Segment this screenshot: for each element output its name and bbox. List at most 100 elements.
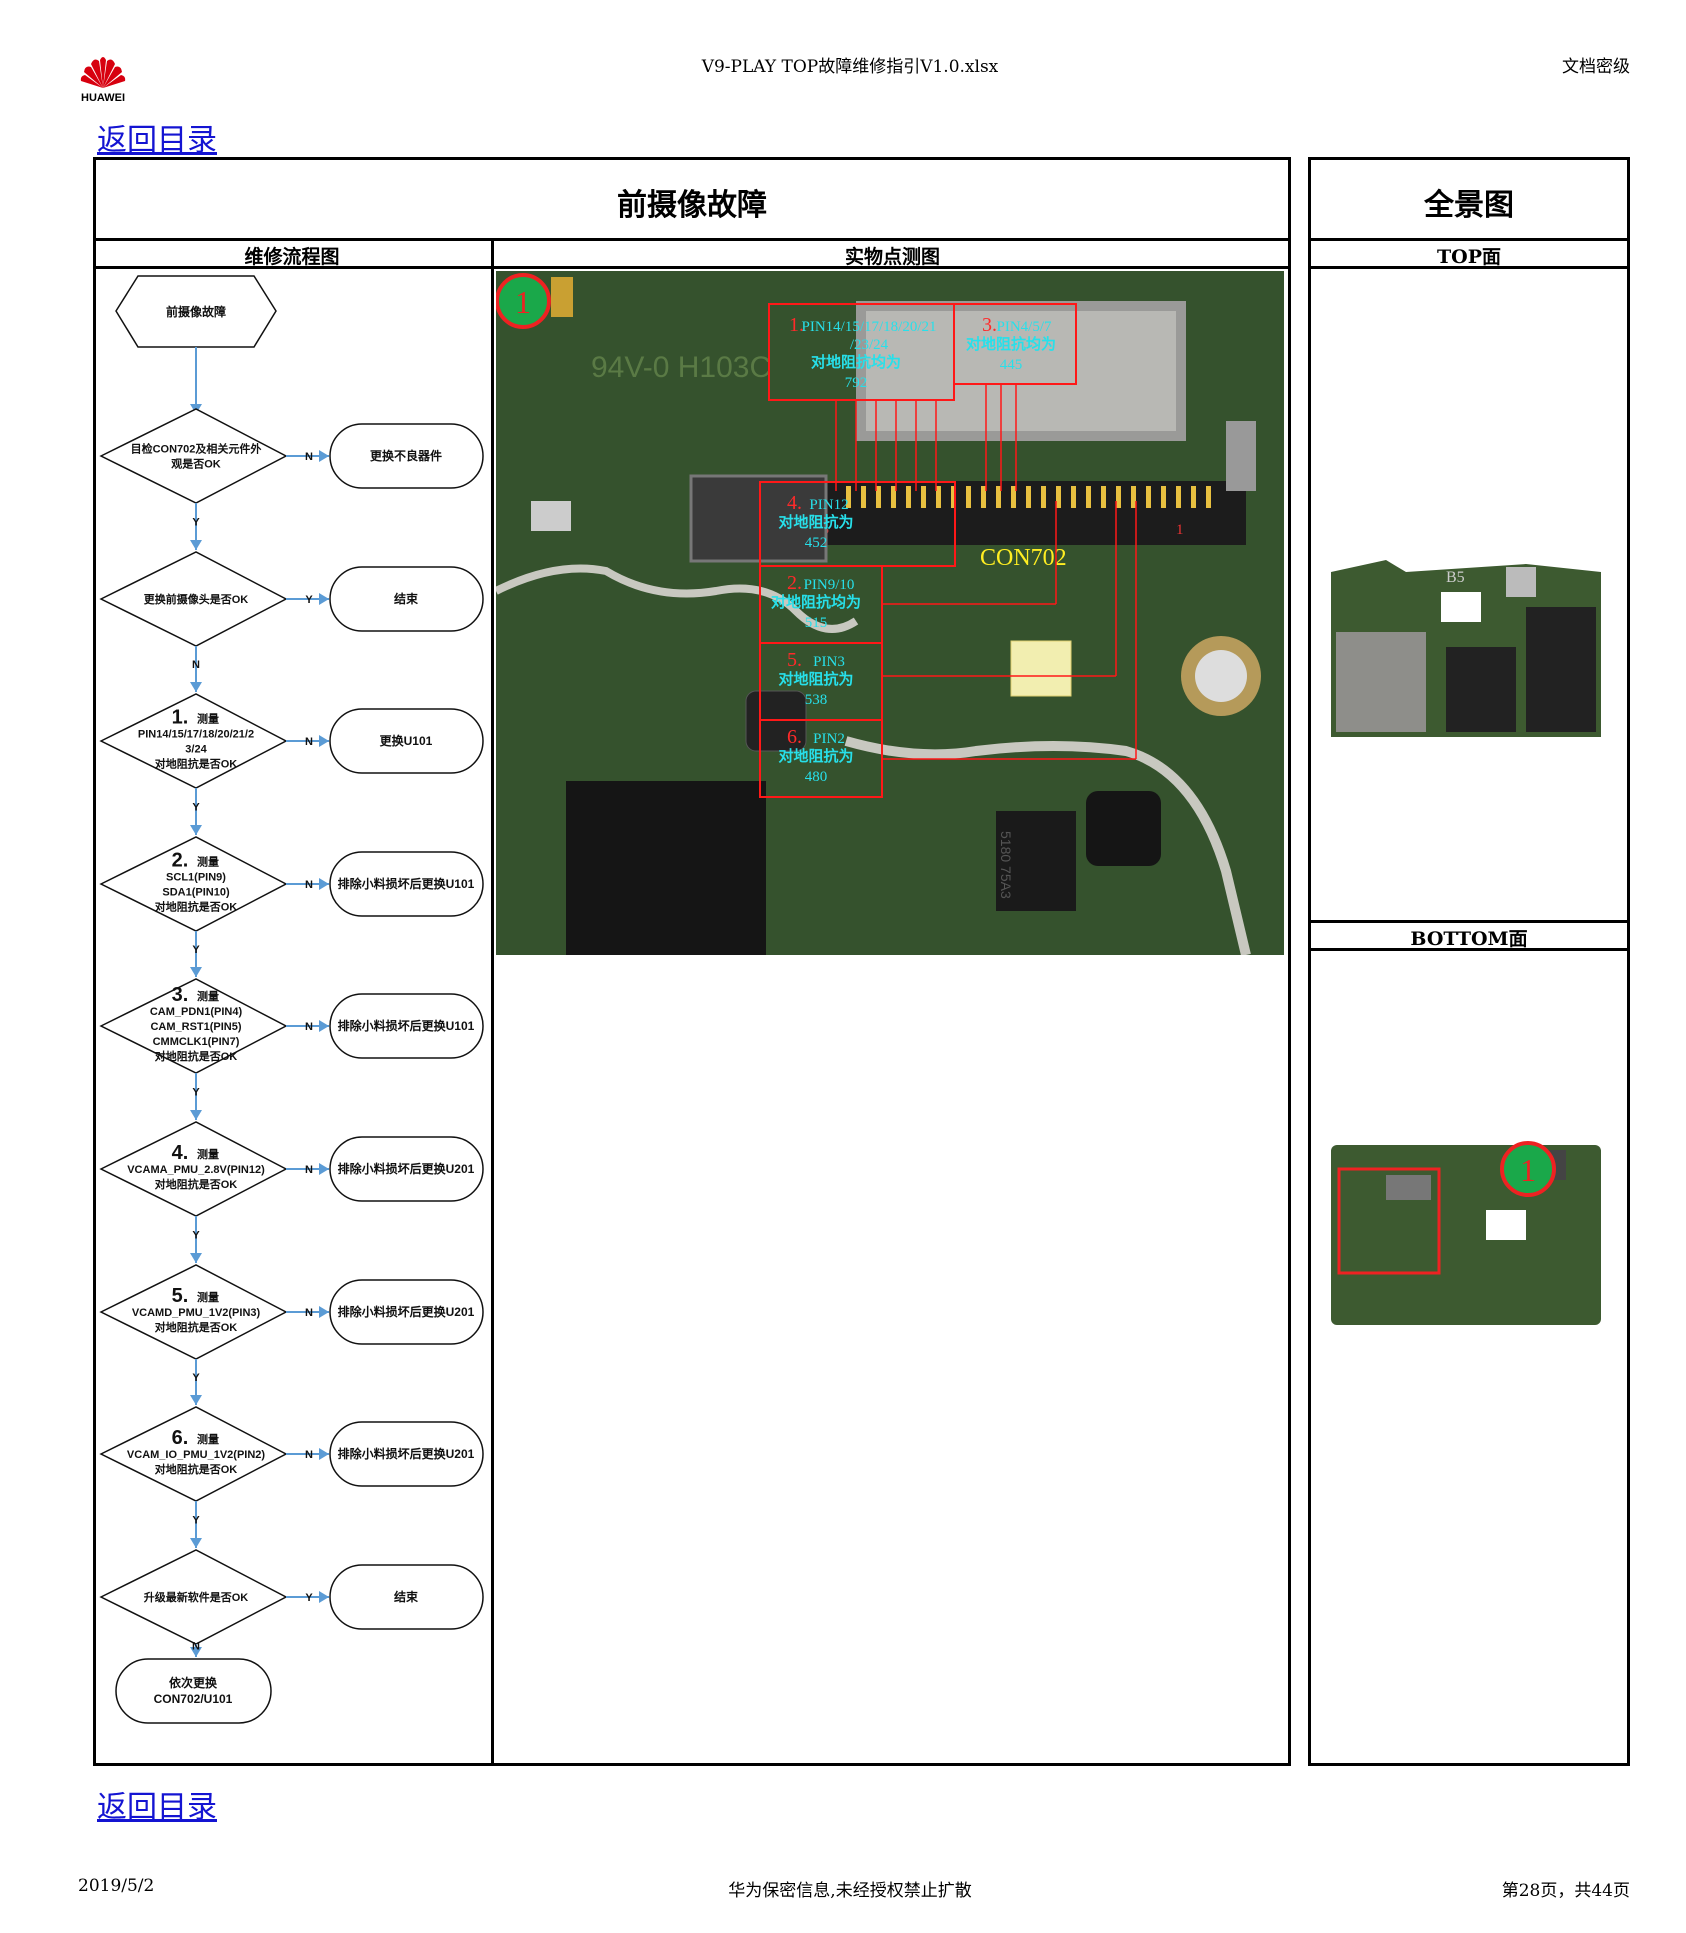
annotation-description: 对地阻抗均为 (811, 353, 901, 371)
flow-step-text: CMMCLK1(PIN7) (153, 1036, 240, 1048)
annotation-number: 4. (787, 492, 802, 514)
flow-step-text: PIN14/15/17/18/20/21/2 (138, 729, 254, 741)
flow-action-label: 更换不良器件 (370, 448, 442, 463)
flow-branch-label: N (305, 451, 313, 463)
annotation-value: 515 (805, 615, 828, 631)
flow-action-node (329, 423, 484, 489)
svg-text:1: 1 (1520, 1152, 1536, 1188)
flow-action-node (329, 1421, 484, 1487)
confidentiality-label: 文档密级 (1562, 57, 1630, 77)
annotation-value: 445 (1000, 357, 1023, 373)
annotation-description: 对地阻抗为 (778, 513, 853, 531)
flow-step-text: 目检CON702及相关元件外 (131, 442, 262, 456)
flow-start-node (115, 275, 277, 348)
top-board-marking: B5 (1446, 569, 1465, 586)
flow-branch-label: N (305, 879, 313, 891)
flow-action-node (329, 1564, 484, 1630)
flow-action-label: 排除小料损坏后更换U201 (338, 1304, 475, 1319)
overview-title: 全景图 (1424, 188, 1514, 223)
flow-down-label: N (192, 659, 200, 671)
flow-decision-diamond (99, 693, 288, 789)
flow-branch-label: N (305, 1449, 313, 1461)
annotation-description: 对地阻抗为 (778, 747, 853, 765)
annotation-number: 6. (787, 726, 802, 748)
flow-step-number: 5. (172, 1285, 189, 1307)
flow-step-text: 升级最新软件是否OK (144, 1590, 249, 1604)
flow-step-measure-label: 测量 (197, 1432, 219, 1446)
flow-step-number: 4. (172, 1142, 189, 1164)
annotation-value: 480 (805, 769, 828, 785)
annotation-pins: PIN12 (809, 497, 848, 513)
flow-step-text: 对地阻抗是否OK (155, 1177, 238, 1191)
annotation-pins: PIN4/5/7 (996, 319, 1052, 335)
flow-step-text: 3/24 (185, 744, 207, 756)
flow-action-label: 排除小料损坏后更换U101 (338, 876, 475, 891)
annotation-pins: PIN9/10 (804, 577, 855, 593)
flow-action-label: 更换U101 (380, 733, 433, 748)
chip-marking: 5180 75A3 (998, 831, 1014, 899)
flow-step-number: 6. (172, 1427, 189, 1449)
bottom-board-image: 1 (1331, 1141, 1601, 1325)
flow-step-text: CAM_PDN1(PIN4) (150, 1006, 243, 1018)
flow-action-node (329, 1136, 484, 1202)
footer-date: 2019/5/2 (78, 1876, 155, 1896)
flow-action-label: 结束 (394, 591, 419, 606)
flow-end-node (115, 1658, 272, 1724)
annotation-pins: /23/24 (850, 337, 889, 353)
back-to-index-link-bottom[interactable]: 返回目录 (97, 1790, 217, 1825)
flow-step-text: 对地阻抗是否OK (155, 900, 238, 914)
flow-step-text: 对地阻抗是否OK (155, 1049, 238, 1063)
pcb-measurement-photo: 94V-0 H103C 25 1 CON702 5180 75A3 1 1.PI… (496, 271, 1284, 955)
flow-decision-diamond (99, 408, 288, 504)
flow-action-label: 排除小料损坏后更换U101 (338, 1018, 475, 1033)
flow-step-text: 更换前摄像头是否OK (144, 592, 249, 606)
flow-end-label: CON702/U101 (154, 1692, 233, 1706)
flow-step-number: 1. (172, 707, 189, 729)
annotation-number: 3. (982, 314, 997, 336)
photo-header: 实物点测图 (844, 246, 940, 268)
annotation-number: 2. (787, 572, 802, 594)
flow-step: 测量3.CAM_PDN1(PIN4)CAM_RST1(PIN5)CMMCLK1(… (99, 978, 484, 1120)
board-silkscreen: 94V-0 H103C (591, 351, 771, 384)
back-to-index-link-top[interactable]: 返回目录 (97, 123, 217, 158)
page-title: 前摄像故障 (617, 188, 767, 223)
flow-branch-label: N (305, 736, 313, 748)
svg-text:1: 1 (515, 284, 531, 320)
annotation-description: 对地阻抗均为 (771, 593, 861, 611)
bottom-side-label: BOTTOM面 (1410, 928, 1528, 950)
huawei-logo: HUAWEI (78, 52, 128, 104)
top-board-image: B5 (1331, 560, 1601, 737)
flow-action-node (329, 1279, 484, 1345)
flow-down-label: Y (192, 1372, 200, 1384)
flow-step-text: VCAMD_PMU_1V2(PIN3) (132, 1307, 261, 1319)
flow-step-text: 观是否OK (171, 458, 221, 471)
flow-action-label: 结束 (394, 1589, 419, 1604)
connector-pin1-label: 1 (1176, 522, 1184, 538)
flow-action-label: 排除小料损坏后更换U201 (338, 1446, 475, 1461)
flow-down-label: N (192, 1641, 200, 1653)
annotation-description: 对地阻抗为 (778, 670, 853, 688)
flow-step-text: VCAMA_PMU_2.8V(PIN12) (127, 1164, 265, 1176)
flow-end-label: 依次更换 (169, 1675, 218, 1690)
main-table (93, 157, 1291, 1766)
flow-action-node (329, 851, 484, 917)
flow-step-measure-label: 测量 (197, 1147, 219, 1161)
annotation-description: 对地阻抗均为 (966, 335, 1056, 353)
flow-step-text: SDA1(PIN10) (162, 887, 230, 899)
flow-header: 维修流程图 (244, 246, 340, 268)
flow-step-text: 对地阻抗是否OK (155, 1462, 238, 1476)
flow-down-label: Y (192, 1515, 200, 1527)
flow-start-label: 前摄像故障 (166, 304, 226, 319)
flow-step-measure-label: 测量 (197, 989, 219, 1003)
file-title: V9-PLAY TOP故障维修指引V1.0.xlsx (701, 57, 999, 77)
flow-branch-label: N (305, 1307, 313, 1319)
